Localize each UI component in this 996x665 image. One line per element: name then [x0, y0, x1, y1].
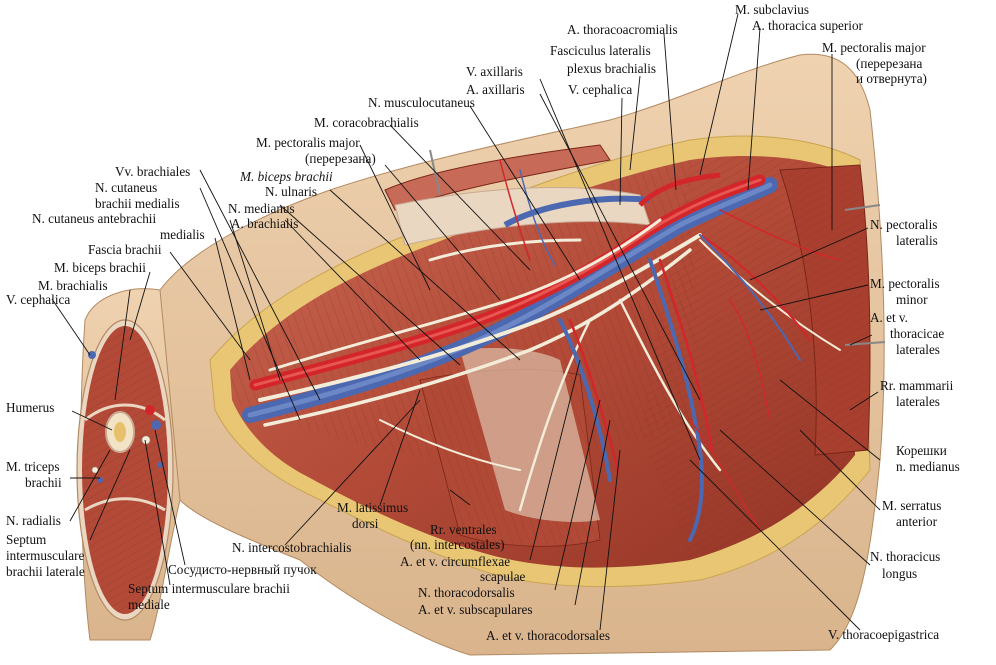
label-mammarii-2: laterales [896, 394, 940, 409]
label-radialis: N. radialis [6, 513, 61, 528]
label-coracobrachialis: M. coracobrachialis [314, 115, 419, 130]
label-v-cephalica-top: V. cephalica [568, 82, 632, 97]
label-pectoralis-minor-2: minor [896, 292, 928, 307]
label-mammarii: Rr. mammarii [880, 378, 954, 393]
label-thoracicae-laterales-3: laterales [896, 342, 940, 357]
cephalic-vein [503, 195, 651, 228]
label-fasciculus-lateralis-2: plexus brachialis [567, 61, 656, 76]
label-pectoralis-minor: M. pectoralis [870, 276, 940, 291]
label-serratus-2: anterior [896, 514, 938, 529]
label-thoracodorsales: A. et v. thoracodorsales [486, 628, 610, 643]
label-thoracica-superior: A. thoracica superior [752, 18, 864, 33]
label-septum-lat: Septum [6, 532, 47, 547]
label-medianus: N. medianus [228, 201, 295, 216]
thoracic-branches [499, 159, 841, 542]
label-intercostobrachialis: N. intercostobrachialis [232, 540, 351, 555]
label-brachialis: M. brachialis [38, 278, 108, 293]
label-fascia-brachii: Fascia brachii [88, 242, 162, 257]
label-thoracicus-2: longus [882, 566, 917, 581]
brachial-plexus-nerves [258, 218, 841, 512]
label-circumflexae: A. et v. circumflexae [400, 554, 510, 569]
label-musculocutaneus: N. musculocutaneus [368, 95, 475, 110]
label-latissimus: M. latissimus [337, 500, 408, 515]
label-humerus: Humerus [6, 400, 54, 415]
label-a-axillaris: A. axillaris [466, 82, 525, 97]
label-pectoralis-major-left-2: (перерезана) [305, 151, 376, 166]
label-thoracoepigastrica: V. thoracoepigastrica [828, 627, 939, 642]
label-fasciculus-lateralis: Fasciculus lateralis [550, 43, 651, 58]
label-koreshki: Корешки [896, 443, 947, 458]
label-circumflexae-2: scapulae [480, 569, 526, 584]
label-rr-ventrales-2: (nn. intercostales) [410, 537, 504, 552]
label-thoracicae-laterales-2: thoracicae [890, 326, 944, 341]
label-serratus: M. serratus [882, 498, 941, 513]
label-koreshki-2: n. medianus [896, 459, 960, 474]
label-v-cephalica-left: V. cephalica [6, 292, 70, 307]
arm-cross-section [76, 319, 174, 621]
label-pectoralis-major-right-2: (перерезана [856, 56, 922, 71]
label-cutaneus-antebrachii-2: medialis [160, 227, 205, 242]
label-subclavius: M. subclavius [735, 2, 809, 17]
leader-lines [51, 13, 881, 631]
label-cutaneus-antebrachii: N. cutaneus antebrachii [32, 211, 156, 226]
label-latissimus-2: dorsi [352, 516, 379, 531]
label-pectoralis-major-left: M. pectoralis major [256, 135, 360, 150]
label-rr-ventrales: Rr. ventrales [430, 522, 497, 537]
labels: M. subclavius A. thoracoacromialis A. th… [6, 2, 960, 643]
label-biceps-top: M. biceps brachii [239, 169, 333, 184]
label-thoracodorsalis: N. thoracodorsalis [418, 585, 515, 600]
pectoralis-major-cut [384, 144, 611, 211]
label-subscapulares: A. et v. subscapulares [418, 602, 533, 617]
label-thoracicus: N. thoracicus [870, 549, 940, 564]
label-thoracicae-laterales: A. et v. [870, 310, 908, 325]
label-vv-brachiales: Vv. brachiales [115, 164, 190, 179]
label-cutaneus-brachii: N. cutaneus [95, 180, 157, 195]
label-a-brachialis: A. brachialis [231, 216, 298, 231]
label-septum-med-2: mediale [128, 597, 170, 612]
label-septum-lat-3: brachii laterale [6, 564, 85, 579]
label-v-axillaris: V. axillaris [466, 64, 523, 79]
label-septum-lat-2: intermusculare [6, 548, 85, 563]
label-pectoralis-lateralis-2: lateralis [896, 233, 938, 248]
label-pectoralis-major-right-3: и отвернута) [856, 71, 927, 86]
label-biceps-left: M. biceps brachii [54, 260, 146, 275]
label-cutaneus-brachii-2: brachii medialis [95, 196, 180, 211]
label-ulnaris: N. ulnaris [265, 184, 317, 199]
label-triceps: M. triceps [6, 459, 59, 474]
label-thoracoacromialis: A. thoracoacromialis [567, 22, 678, 37]
label-pectoralis-major-right: M. pectoralis major [822, 40, 926, 55]
label-septum-med: Septum intermusculare brachii [128, 581, 290, 596]
label-vascular-bundle: Сосудисто-нервный пучок [168, 562, 317, 577]
subscapular-fascia [460, 348, 600, 522]
label-pectoralis-lateralis: N. pectoralis [870, 217, 937, 232]
label-triceps-2: brachii [25, 475, 62, 490]
